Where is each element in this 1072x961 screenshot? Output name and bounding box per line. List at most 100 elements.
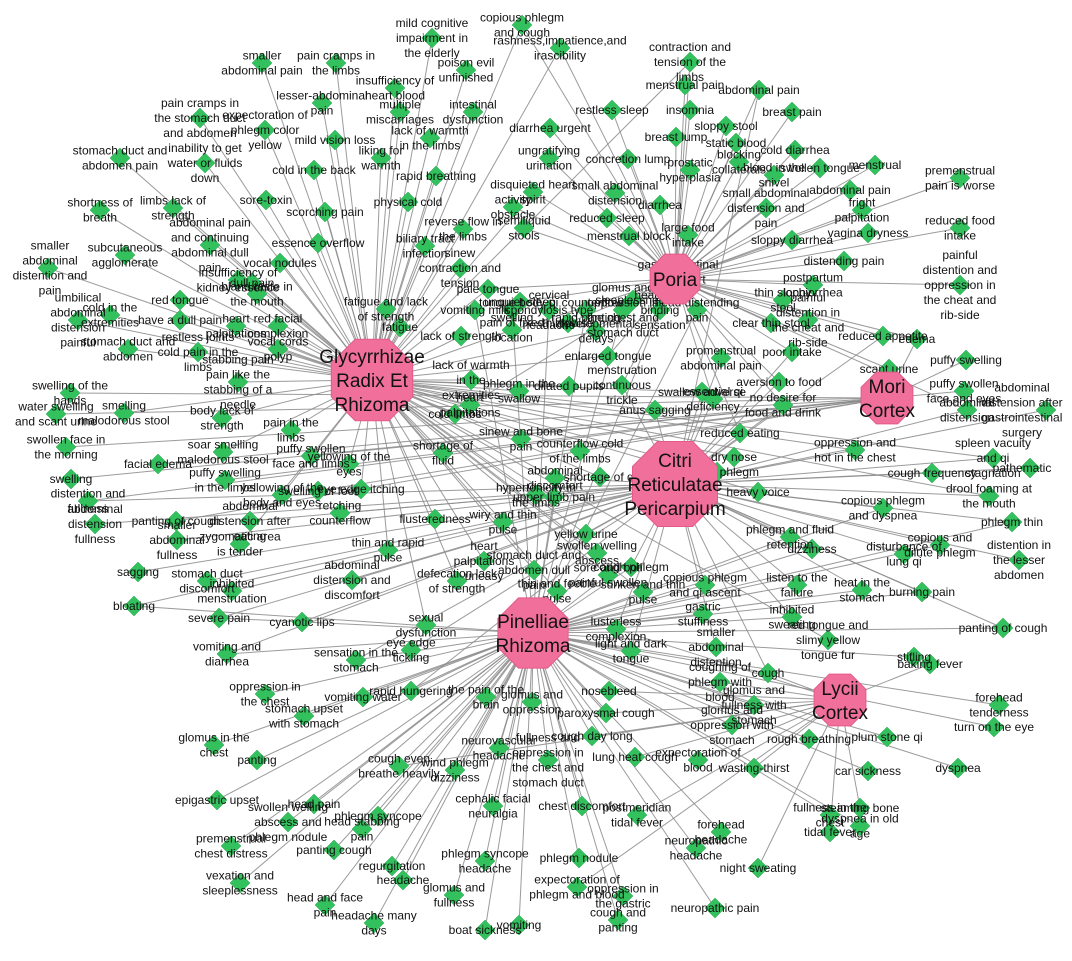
edge-pinelliae-204 bbox=[213, 632, 534, 746]
symptom-label-line: essential qi bbox=[683, 385, 743, 399]
symptom-label-line: reverse flow in bbox=[424, 215, 501, 229]
symptom-label-line: cold diarrhea bbox=[760, 143, 830, 157]
symptom-label-line: static blood bbox=[706, 136, 767, 150]
symptom-label-line: lung heat cough bbox=[592, 750, 677, 764]
symptom-label-line: puffy swelling bbox=[189, 466, 261, 480]
symptom-label-line: disquieted heart bbox=[490, 178, 576, 192]
symptom-label-line: hypertonicity in bbox=[496, 481, 576, 495]
symptom-node bbox=[508, 914, 530, 936]
symptom-label-line: discomfort bbox=[179, 582, 235, 596]
edge-glycyrrhizae-7 bbox=[371, 87, 396, 381]
symptom-node bbox=[748, 79, 770, 101]
edge-glycyrrhizae-16 bbox=[371, 111, 401, 381]
symptom-label: phlegm nodule bbox=[540, 851, 619, 865]
symptom-node bbox=[220, 835, 242, 857]
symptom-label-line: phlegm syncope bbox=[334, 809, 422, 823]
symptom-label-line: pain bbox=[351, 830, 374, 844]
symptom-label-line: biliary tract bbox=[396, 232, 455, 246]
symptom-label-line: lesser-abdominal bbox=[276, 89, 367, 103]
symptom-label: red tongue bbox=[151, 293, 209, 307]
edge-pinelliae-243 bbox=[391, 632, 534, 867]
symptom-label-line: severe pain bbox=[188, 611, 250, 625]
edge-pinelliae-234 bbox=[532, 632, 831, 816]
symptom-label-line: swelling of the bbox=[32, 379, 108, 393]
edge-citri-193 bbox=[355, 483, 676, 661]
symptom-label-line: no desire for bbox=[750, 391, 817, 405]
edge-glycyrrhizae-44 bbox=[99, 209, 373, 381]
symptom-node bbox=[37, 257, 59, 279]
symptom-node bbox=[649, 299, 671, 321]
symptom-label-line: stomach duct and bbox=[81, 335, 176, 349]
symptom-label-line: dry nose bbox=[711, 450, 757, 464]
symptom-node-layer bbox=[37, 14, 1057, 941]
symptom-node bbox=[589, 466, 611, 488]
symptom-label-line: neuropathic pain bbox=[671, 901, 760, 915]
symptom-label-line: expectoration of bbox=[534, 873, 620, 887]
symptom-label: sagging bbox=[117, 565, 159, 579]
symptom-node bbox=[99, 304, 121, 326]
symptom-label-line: yellowing of the bbox=[241, 481, 324, 495]
symptom-label-line: sexual bbox=[409, 611, 444, 625]
edge-glycyrrhizae-128 bbox=[371, 379, 856, 451]
symptom-node bbox=[459, 394, 481, 416]
edge-pinelliae-261 bbox=[532, 309, 698, 634]
symptom-label-line: in the limbs bbox=[400, 139, 461, 153]
symptom-label-line: face and eyes bbox=[927, 392, 1002, 406]
symptom-label-line: concretion lump bbox=[586, 152, 671, 166]
herb-node-lycii bbox=[813, 673, 867, 727]
symptom-node bbox=[857, 760, 879, 782]
symptom-label-line: stagnation bbox=[965, 466, 1020, 480]
symptom-label: clear thin stool bbox=[732, 316, 809, 330]
symptom-label-line: of strength bbox=[358, 310, 415, 324]
symptom-node bbox=[929, 534, 951, 556]
symptom-node bbox=[1001, 511, 1023, 533]
symptom-node bbox=[539, 117, 561, 139]
symptom-label-line: menstrual block bbox=[587, 229, 672, 243]
symptom-label: cyanotic lips bbox=[269, 615, 334, 629]
symptom-node bbox=[743, 757, 765, 779]
symptom-node bbox=[162, 197, 184, 219]
symptom-label-line: the mouth bbox=[962, 497, 1015, 511]
symptom-label-line: tongue fur bbox=[801, 648, 855, 662]
symptom-node bbox=[955, 349, 977, 371]
symptom-label-line: pulse bbox=[489, 523, 518, 537]
herb-label-line: Pericarpium bbox=[624, 499, 725, 520]
symptom-node bbox=[729, 422, 751, 444]
symptom-node bbox=[392, 869, 414, 891]
symptom-node bbox=[277, 811, 299, 833]
symptom-label-line: postmeridian bbox=[603, 801, 672, 815]
symptom-node bbox=[692, 603, 714, 625]
symptom-label-line: cough phlegm bbox=[593, 560, 668, 574]
symptom-label: sloppy stool bbox=[694, 119, 757, 133]
symptom-label-line: complexion bbox=[248, 327, 309, 341]
symptom-node bbox=[415, 614, 437, 636]
symptom-label-line: soar smelling bbox=[188, 438, 259, 452]
symptom-node bbox=[537, 749, 559, 771]
symptom-label-line: semiliquid bbox=[497, 214, 550, 228]
symptom-node bbox=[797, 309, 819, 331]
symptom-label: menstrual bbox=[849, 158, 902, 172]
symptom-node bbox=[598, 680, 620, 702]
symptom-label-line: fluid bbox=[432, 454, 454, 468]
symptom-label: shortage of qi bbox=[564, 470, 637, 484]
edge-pinelliae-219 bbox=[532, 632, 869, 772]
edge-citri-168 bbox=[206, 483, 676, 582]
symptom-label-line: with stomach bbox=[268, 717, 339, 731]
edge-pinelliae-198 bbox=[264, 632, 534, 695]
